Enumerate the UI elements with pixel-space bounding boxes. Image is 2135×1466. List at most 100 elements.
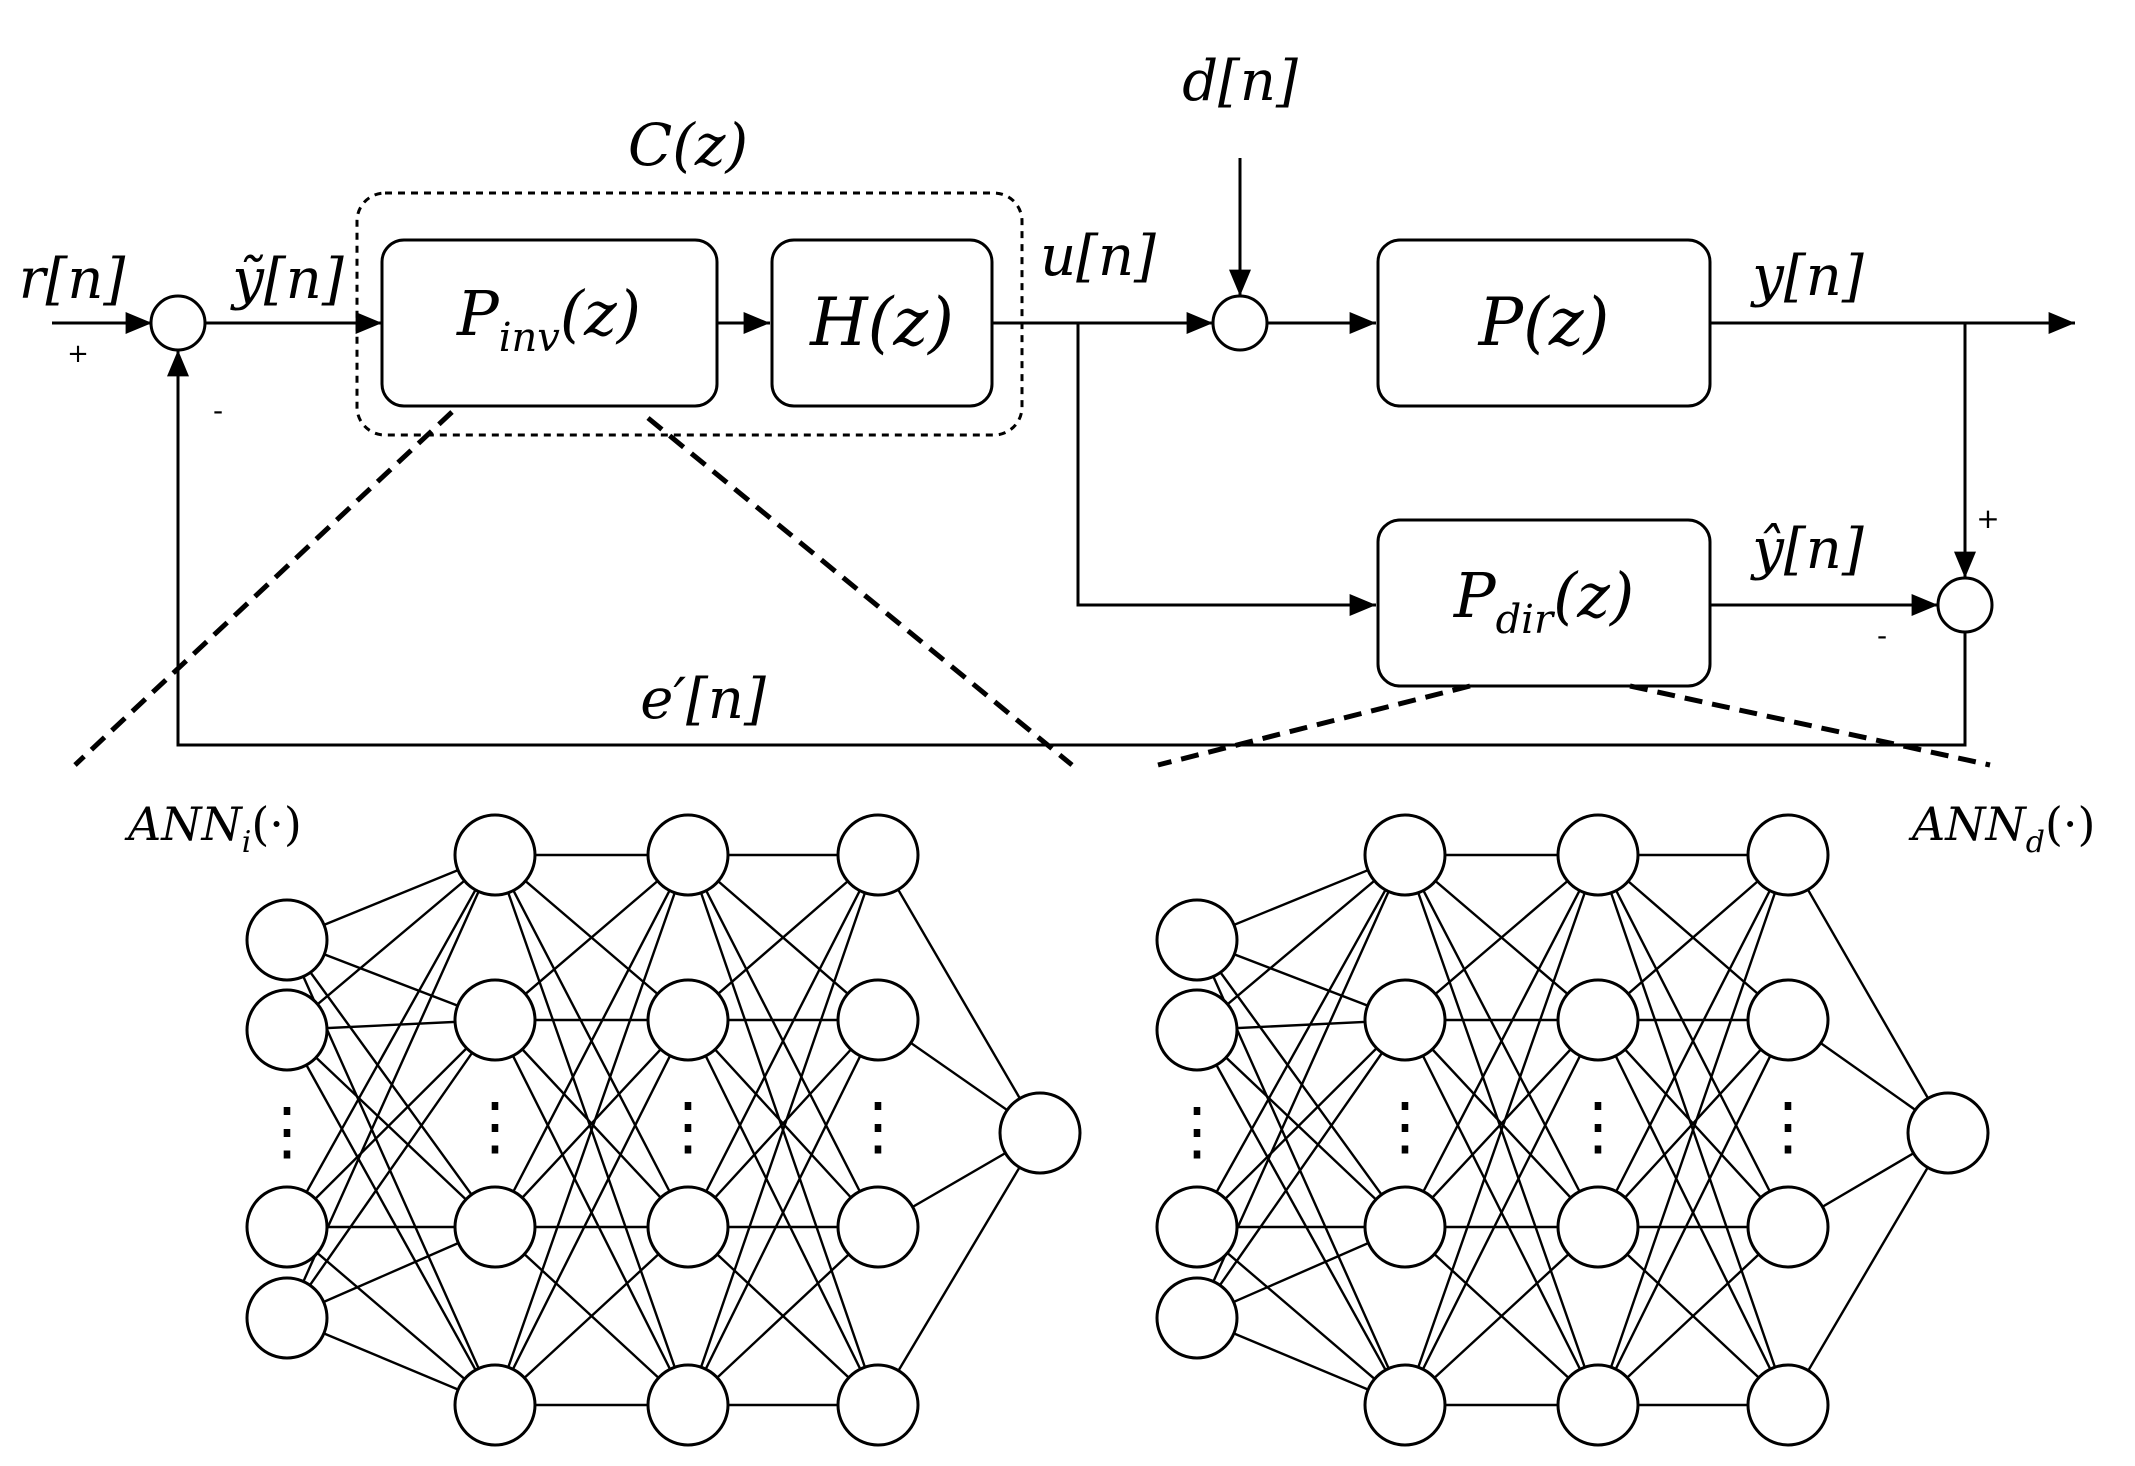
direct-edge-l2-2-1 <box>1597 1019 1789 1228</box>
signal-wires <box>52 158 2075 747</box>
p-dir-block <box>1376 518 1712 688</box>
sign-y-plus: + <box>1976 502 1999 535</box>
direct-neuron-l3-n2 <box>1746 1185 1830 1269</box>
ann-direct-network: ⋮⋮⋮⋮ <box>1155 813 1990 1447</box>
direct-edge-l0-1-3 <box>1195 1029 1407 1406</box>
inverse-neuron-l2-n0 <box>646 813 730 897</box>
direct-edge-l3-0-0 <box>1786 854 1950 1134</box>
direct-edge-l1-3-1 <box>1403 1019 1600 1406</box>
inverse-edge-l2-3-1 <box>686 1019 880 1406</box>
direct-neuron-l0-n2 <box>1155 1185 1239 1269</box>
inverse-edge-l0-2-3 <box>286 1226 496 1406</box>
inverse-ellipsis-l1: ⋮ <box>463 1090 527 1164</box>
direct-edge-l2-1-0 <box>1597 854 1789 1021</box>
e-prime-label: e′[n] <box>640 667 766 732</box>
r-label: r[n] <box>19 247 126 312</box>
inverse-edge-l2-2-0 <box>686 854 880 1228</box>
inverse-neuron-l3-n2 <box>836 1185 920 1269</box>
direct-edge-l0-2-0 <box>1195 854 1407 1228</box>
direct-neuron-l4-n0 <box>1906 1091 1990 1175</box>
zoom-line-pinv-right <box>646 416 1074 767</box>
inverse-neuron-l3-n0 <box>836 813 920 897</box>
inverse-edge-l1-3-2 <box>494 1226 689 1406</box>
inverse-edge-l0-2-0 <box>285 854 497 1228</box>
inverse-neuron-l0-n3 <box>245 1276 329 1360</box>
direct-neuron-l3-n1 <box>1746 978 1830 1062</box>
p-label: P(z) <box>1478 284 1610 361</box>
inverse-edge-l1-2-0 <box>493 854 690 1228</box>
inverse-ellipsis-l3: ⋮ <box>846 1090 910 1164</box>
inverse-neuron-l0-n2 <box>245 1185 329 1269</box>
zoom-line-pdir-left <box>1157 683 1471 768</box>
direct-neuron-l0-n3 <box>1155 1276 1239 1360</box>
direct-neuron-l1-n1 <box>1363 978 1447 1062</box>
inverse-edge-l0-2-1 <box>286 1019 496 1228</box>
inverse-neuron-l2-n2 <box>646 1185 730 1269</box>
direct-edge-l1-2-1 <box>1404 1019 1599 1228</box>
inverse-neuron-l3-n1 <box>836 978 920 1062</box>
direct-ellipsis-l1: ⋮ <box>1373 1090 1437 1164</box>
inverse-edge-l1-3-1 <box>493 1019 690 1406</box>
sign-feedback-minus: - <box>213 394 223 427</box>
direct-neuron-l3-n3 <box>1746 1363 1830 1447</box>
inverse-ellipsis-l0: ⋮ <box>255 1095 319 1169</box>
inverse-edge-l0-1-0 <box>286 854 496 1031</box>
inverse-neuron-l1-n3 <box>453 1363 537 1447</box>
direct-edge-l1-2-0 <box>1403 854 1600 1228</box>
p-block <box>1376 238 1712 408</box>
inverse-neuron-l0-n0 <box>245 898 329 982</box>
u-label: u[n] <box>1040 224 1156 289</box>
direct-edge-l1-3-0 <box>1403 854 1600 1406</box>
inverse-edge-l0-0-2 <box>286 939 496 1228</box>
inverse-edge-l0-1-2 <box>286 1029 496 1228</box>
direct-edge-l0-2-3 <box>1196 1226 1406 1406</box>
inverse-neuron-l1-n2 <box>453 1185 537 1269</box>
inverse-neuron-l4-n0 <box>998 1091 1082 1175</box>
direct-edge-l0-2-1 <box>1196 1019 1406 1228</box>
inverse-neuron-l2-n3 <box>646 1363 730 1447</box>
inverse-neuron-l2-n1 <box>646 978 730 1062</box>
direct-neuron-l1-n0 <box>1363 813 1447 897</box>
zoom-line-pinv-left <box>73 410 454 767</box>
inverse-neuron-l0-n1 <box>245 988 329 1072</box>
direct-neuron-l2-n3 <box>1556 1363 1640 1447</box>
inverse-edge-l2-1-0 <box>687 854 879 1021</box>
direct-neuron-l2-n1 <box>1556 978 1640 1062</box>
inverse-edge-l2-3-0 <box>686 854 880 1406</box>
ytilde-label: ỹ[n] <box>229 247 344 312</box>
direct-ellipsis-l0: ⋮ <box>1165 1095 1229 1169</box>
direct-neuron-l2-n2 <box>1556 1185 1640 1269</box>
feedback-arrow <box>167 350 1967 747</box>
direct-edge-l1-3-2 <box>1404 1226 1599 1406</box>
inverse-edge-l0-3-1 <box>286 1019 496 1319</box>
inverse-edge-l0-1-3 <box>285 1029 497 1406</box>
controller-group-label: C(z) <box>628 111 748 179</box>
direct-edge-l0-1-0 <box>1196 854 1406 1031</box>
inverse-neuron-l1-n1 <box>453 978 537 1062</box>
inverse-edge-l3-3-0 <box>876 1132 1042 1406</box>
direct-edge-l1-1-0 <box>1404 854 1599 1021</box>
direct-neuron-l1-n3 <box>1363 1363 1447 1447</box>
ann-inverse-label: ANNi(·) <box>124 797 302 860</box>
inverse-neuron-l1-n0 <box>453 813 537 897</box>
zoom-line-pdir-right <box>1629 683 1991 768</box>
inverse-edge-l2-2-1 <box>687 1019 879 1228</box>
inverse-edge-l1-2-1 <box>494 1019 689 1228</box>
direct-neuron-l0-n1 <box>1155 988 1239 1072</box>
inverse-ellipsis-l2: ⋮ <box>656 1090 720 1164</box>
d-label: d[n] <box>1182 49 1298 114</box>
direct-edge-l2-3-0 <box>1596 854 1790 1406</box>
direct-edge-l2-3-2 <box>1597 1226 1789 1406</box>
u-branch-arrow <box>1076 323 1376 616</box>
sign-r-plus: + <box>67 339 89 369</box>
direct-edge-l0-3-1 <box>1196 1019 1406 1319</box>
h-label: H(z) <box>809 284 954 361</box>
summing-junction-1 <box>149 294 207 352</box>
p-inv-label: Pinv(z) <box>456 277 641 361</box>
inverse-edge-l3-0-0 <box>876 854 1042 1134</box>
direct-neuron-l2-n0 <box>1556 813 1640 897</box>
direct-neuron-l0-n0 <box>1155 898 1239 982</box>
direct-neuron-l3-n0 <box>1746 813 1830 897</box>
summing-junction-3 <box>1936 576 1994 634</box>
